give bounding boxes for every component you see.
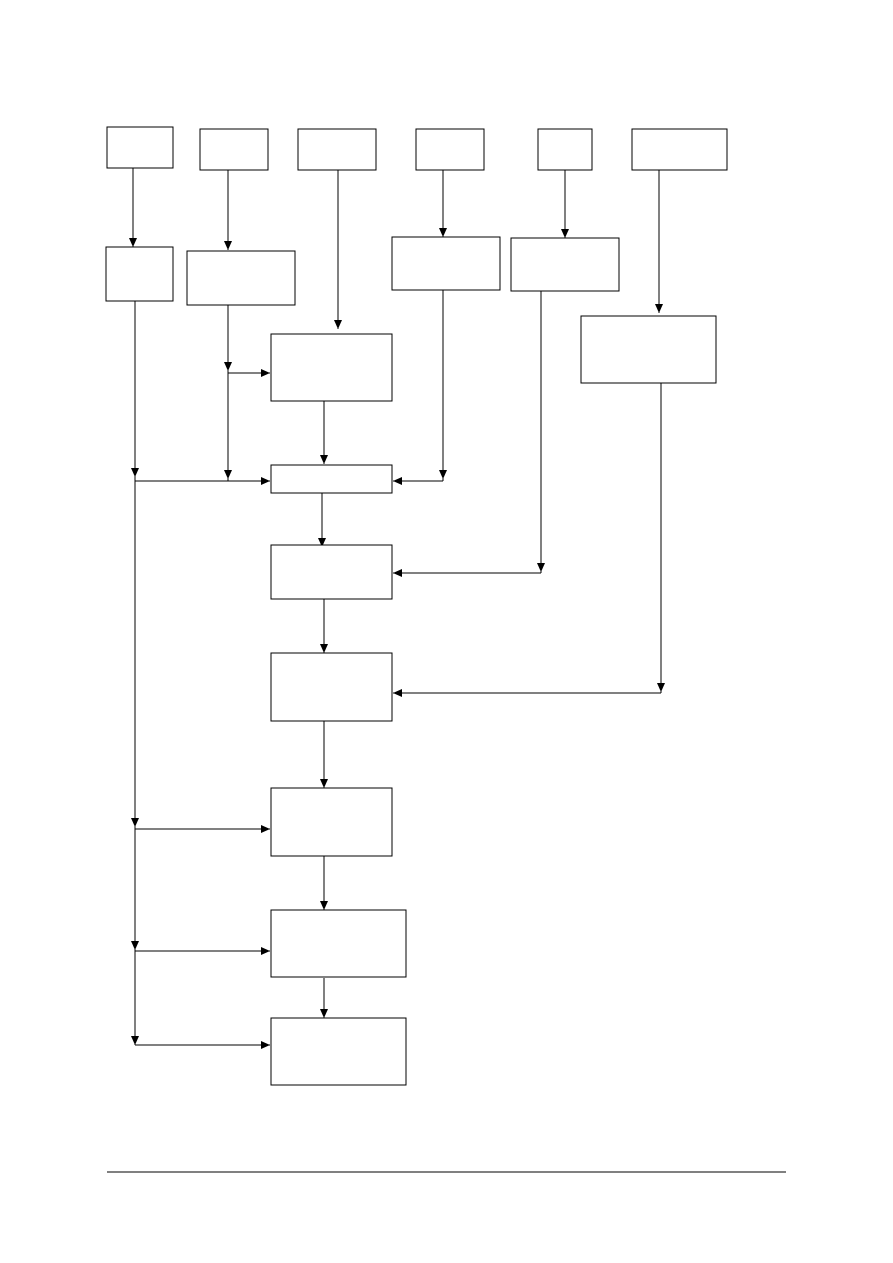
node-step-6 [270, 909, 407, 978]
node-mid-1 [105, 246, 174, 302]
node-top-1 [106, 126, 174, 169]
node-mid-2 [186, 250, 296, 306]
node-step-5 [270, 787, 393, 857]
flowchart-nodes [105, 126, 728, 1086]
node-mid-4 [391, 236, 501, 291]
node-top-6 [631, 128, 728, 171]
node-step-1 [270, 333, 393, 402]
node-step-7 [270, 1017, 407, 1086]
node-top-5 [537, 128, 593, 171]
node-mid-6 [580, 315, 717, 384]
connector-lines [129, 168, 665, 1049]
node-mid-5 [510, 237, 620, 292]
node-step-3 [270, 544, 393, 600]
node-step-4 [270, 652, 393, 722]
node-top-2 [199, 128, 269, 171]
node-top-4 [415, 128, 485, 171]
node-step-2 [270, 464, 393, 494]
node-top-3 [297, 128, 377, 171]
